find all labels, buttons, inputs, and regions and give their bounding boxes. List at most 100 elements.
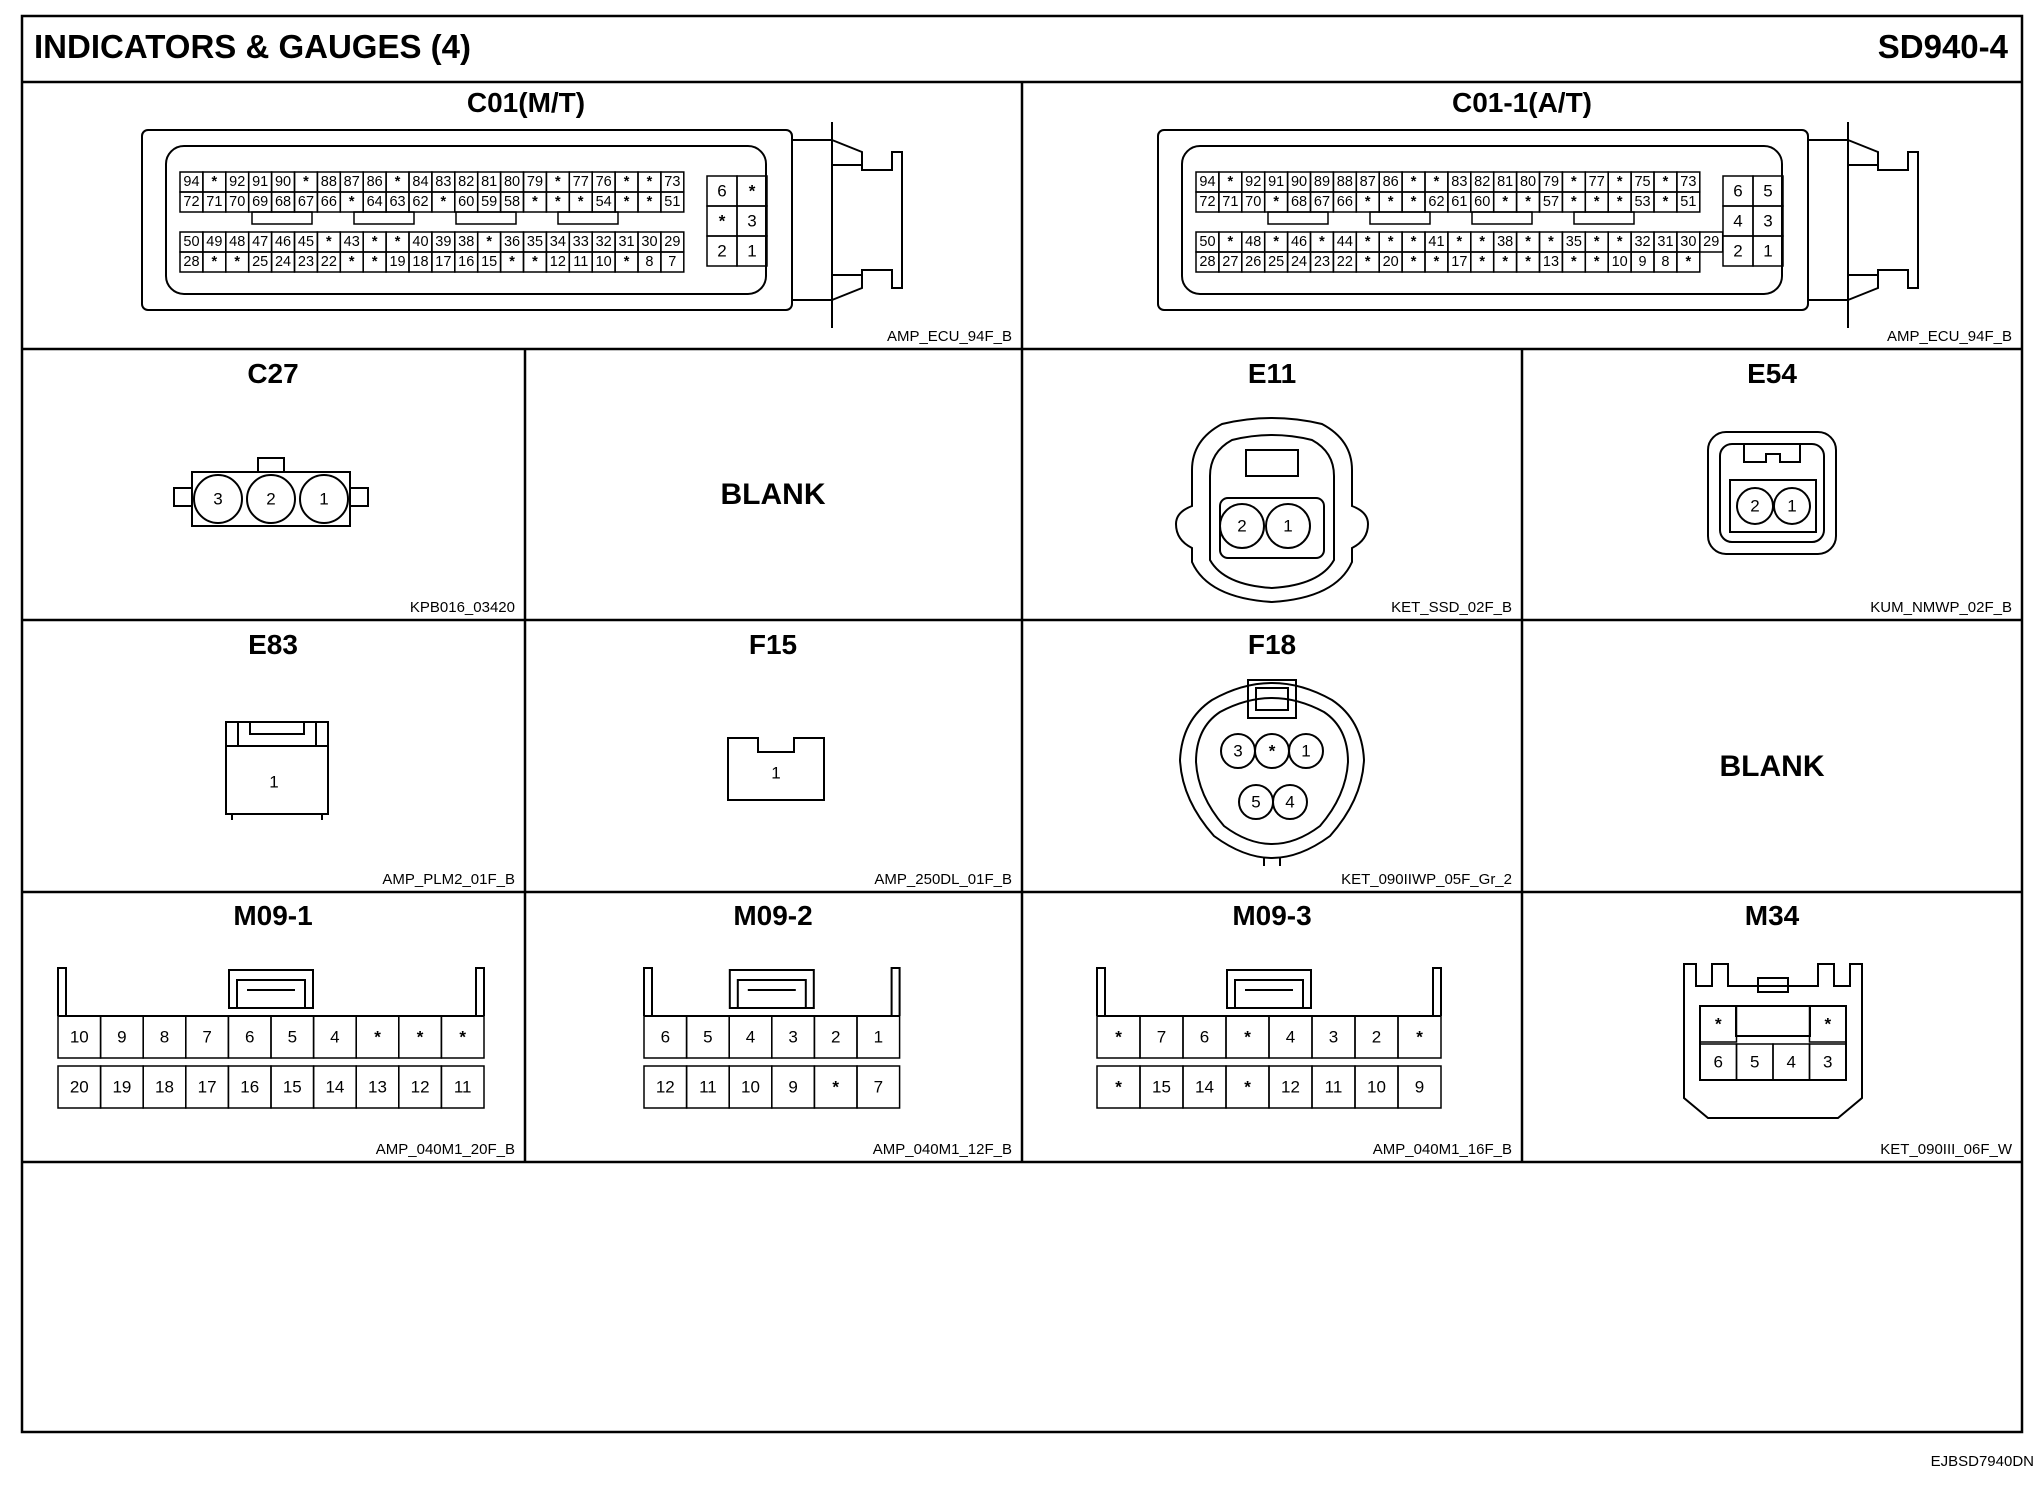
pin-label: 62 bbox=[1428, 194, 1444, 210]
pin-label: 1 bbox=[771, 764, 780, 783]
pin-label: * bbox=[1502, 254, 1508, 270]
pin-label: * bbox=[555, 174, 561, 190]
pin-label: 14 bbox=[325, 1078, 344, 1097]
pin-label: 11 bbox=[699, 1078, 717, 1097]
latch bbox=[257, 457, 285, 473]
pin-label: 11 bbox=[1325, 1078, 1343, 1097]
pin-label: 63 bbox=[389, 194, 405, 210]
pin-label: * bbox=[832, 1078, 839, 1097]
pin-cell bbox=[1397, 1065, 1442, 1109]
pin-cell bbox=[1808, 1043, 1847, 1081]
pin-label: 92 bbox=[1245, 174, 1261, 190]
pin-label: 10 bbox=[1367, 1078, 1386, 1097]
pin-cell bbox=[440, 1065, 485, 1109]
pin-cell bbox=[440, 1015, 485, 1059]
pin-label: 28 bbox=[183, 254, 199, 270]
pin-label: 86 bbox=[1383, 174, 1399, 190]
pin-label: 5 bbox=[288, 1028, 297, 1047]
pin-label: 48 bbox=[1245, 234, 1261, 250]
pin-label: * bbox=[1548, 234, 1554, 250]
pin-label: * bbox=[1525, 254, 1531, 270]
pin-label: 69 bbox=[252, 194, 268, 210]
pin-label: 5 bbox=[1251, 793, 1260, 812]
pin-label: 7 bbox=[668, 254, 676, 270]
pin-label: 64 bbox=[367, 194, 383, 210]
pin-label: 71 bbox=[206, 194, 222, 210]
latch-inner bbox=[1255, 687, 1289, 711]
pin-label: * bbox=[1594, 234, 1600, 250]
c01-1-title: C01-1(A/T) bbox=[1452, 87, 1592, 118]
pin-label: 4 bbox=[1733, 212, 1742, 231]
pin-label: 36 bbox=[504, 234, 520, 250]
pin-label: 53 bbox=[1634, 194, 1650, 210]
page-code: SD940-4 bbox=[1878, 28, 2009, 65]
pin-label: 15 bbox=[283, 1078, 302, 1097]
pin-label: * bbox=[212, 174, 218, 190]
pin-label: 3 bbox=[213, 490, 222, 509]
pin-label: 81 bbox=[1497, 174, 1513, 190]
pin-cell bbox=[1699, 1005, 1738, 1043]
latch bbox=[226, 722, 328, 747]
pin-label: 4 bbox=[1285, 793, 1294, 812]
pin-label: 15 bbox=[1152, 1078, 1171, 1097]
pin-label: 31 bbox=[1657, 234, 1673, 250]
pin-label: * bbox=[372, 254, 378, 270]
pin-label: 88 bbox=[1337, 174, 1353, 190]
pin-label: 12 bbox=[411, 1078, 430, 1097]
pin-label: * bbox=[1479, 254, 1485, 270]
pin-label: 5 bbox=[1750, 1053, 1759, 1072]
pin-label: 72 bbox=[183, 194, 199, 210]
pin-label: 20 bbox=[70, 1078, 89, 1097]
pin-label: 50 bbox=[183, 234, 199, 250]
pin-label: 1 bbox=[269, 773, 278, 792]
pin-label: 73 bbox=[1680, 174, 1696, 190]
e83-title: E83 bbox=[248, 629, 298, 660]
pin-cell bbox=[1808, 1005, 1847, 1043]
pin-label: 67 bbox=[1314, 194, 1330, 210]
pin-label: 79 bbox=[1543, 174, 1559, 190]
pin-label: 67 bbox=[298, 194, 314, 210]
c01-part-number: AMP_ECU_94F_B bbox=[887, 328, 1012, 345]
pin-label: 17 bbox=[435, 254, 451, 270]
tab bbox=[1263, 858, 1281, 866]
key-slot bbox=[353, 211, 415, 225]
pin-label: 77 bbox=[1589, 174, 1605, 190]
pin-label: 33 bbox=[573, 234, 589, 250]
f18-part-number: KET_090IIWP_05F_Gr_2 bbox=[1341, 871, 1512, 888]
pin-label: 6 bbox=[1200, 1028, 1209, 1047]
pin-label: 26 bbox=[1245, 254, 1261, 270]
c27-part-number: KPB016_03420 bbox=[410, 599, 515, 616]
pin-label: 7 bbox=[1157, 1028, 1166, 1047]
pin-label: * bbox=[1365, 194, 1371, 210]
pin-label: 75 bbox=[1634, 174, 1650, 190]
pin-label: * bbox=[749, 182, 756, 201]
pin-label: 46 bbox=[1291, 234, 1307, 250]
pin-label: 10 bbox=[741, 1078, 760, 1097]
pin-label: 80 bbox=[1520, 174, 1536, 190]
pin-label: 6 bbox=[245, 1028, 254, 1047]
pin-label: 8 bbox=[1661, 254, 1669, 270]
key-slot bbox=[1267, 211, 1329, 225]
inner-shell bbox=[1194, 697, 1350, 846]
pin-label: 77 bbox=[573, 174, 589, 190]
grid-frame bbox=[20, 14, 2024, 1434]
pin-label: 61 bbox=[1451, 194, 1467, 210]
latch-inner bbox=[736, 979, 807, 1009]
pin-label: 22 bbox=[321, 254, 337, 270]
pin-label: 47 bbox=[252, 234, 268, 250]
pin-label: 88 bbox=[321, 174, 337, 190]
pin-label: 7 bbox=[874, 1078, 883, 1097]
pin-label: 3 bbox=[1329, 1028, 1338, 1047]
pin-label: 8 bbox=[160, 1028, 169, 1047]
pin-label: * bbox=[1273, 194, 1279, 210]
pin-label: * bbox=[1571, 194, 1577, 210]
pin-label: * bbox=[1228, 174, 1234, 190]
pin-label: 44 bbox=[1337, 234, 1353, 250]
pin-label: * bbox=[1411, 254, 1417, 270]
pin-circle bbox=[1219, 503, 1265, 549]
ecu-inner-shell bbox=[165, 145, 767, 295]
pin-label: 12 bbox=[656, 1078, 675, 1097]
pin-label: * bbox=[1269, 742, 1276, 761]
